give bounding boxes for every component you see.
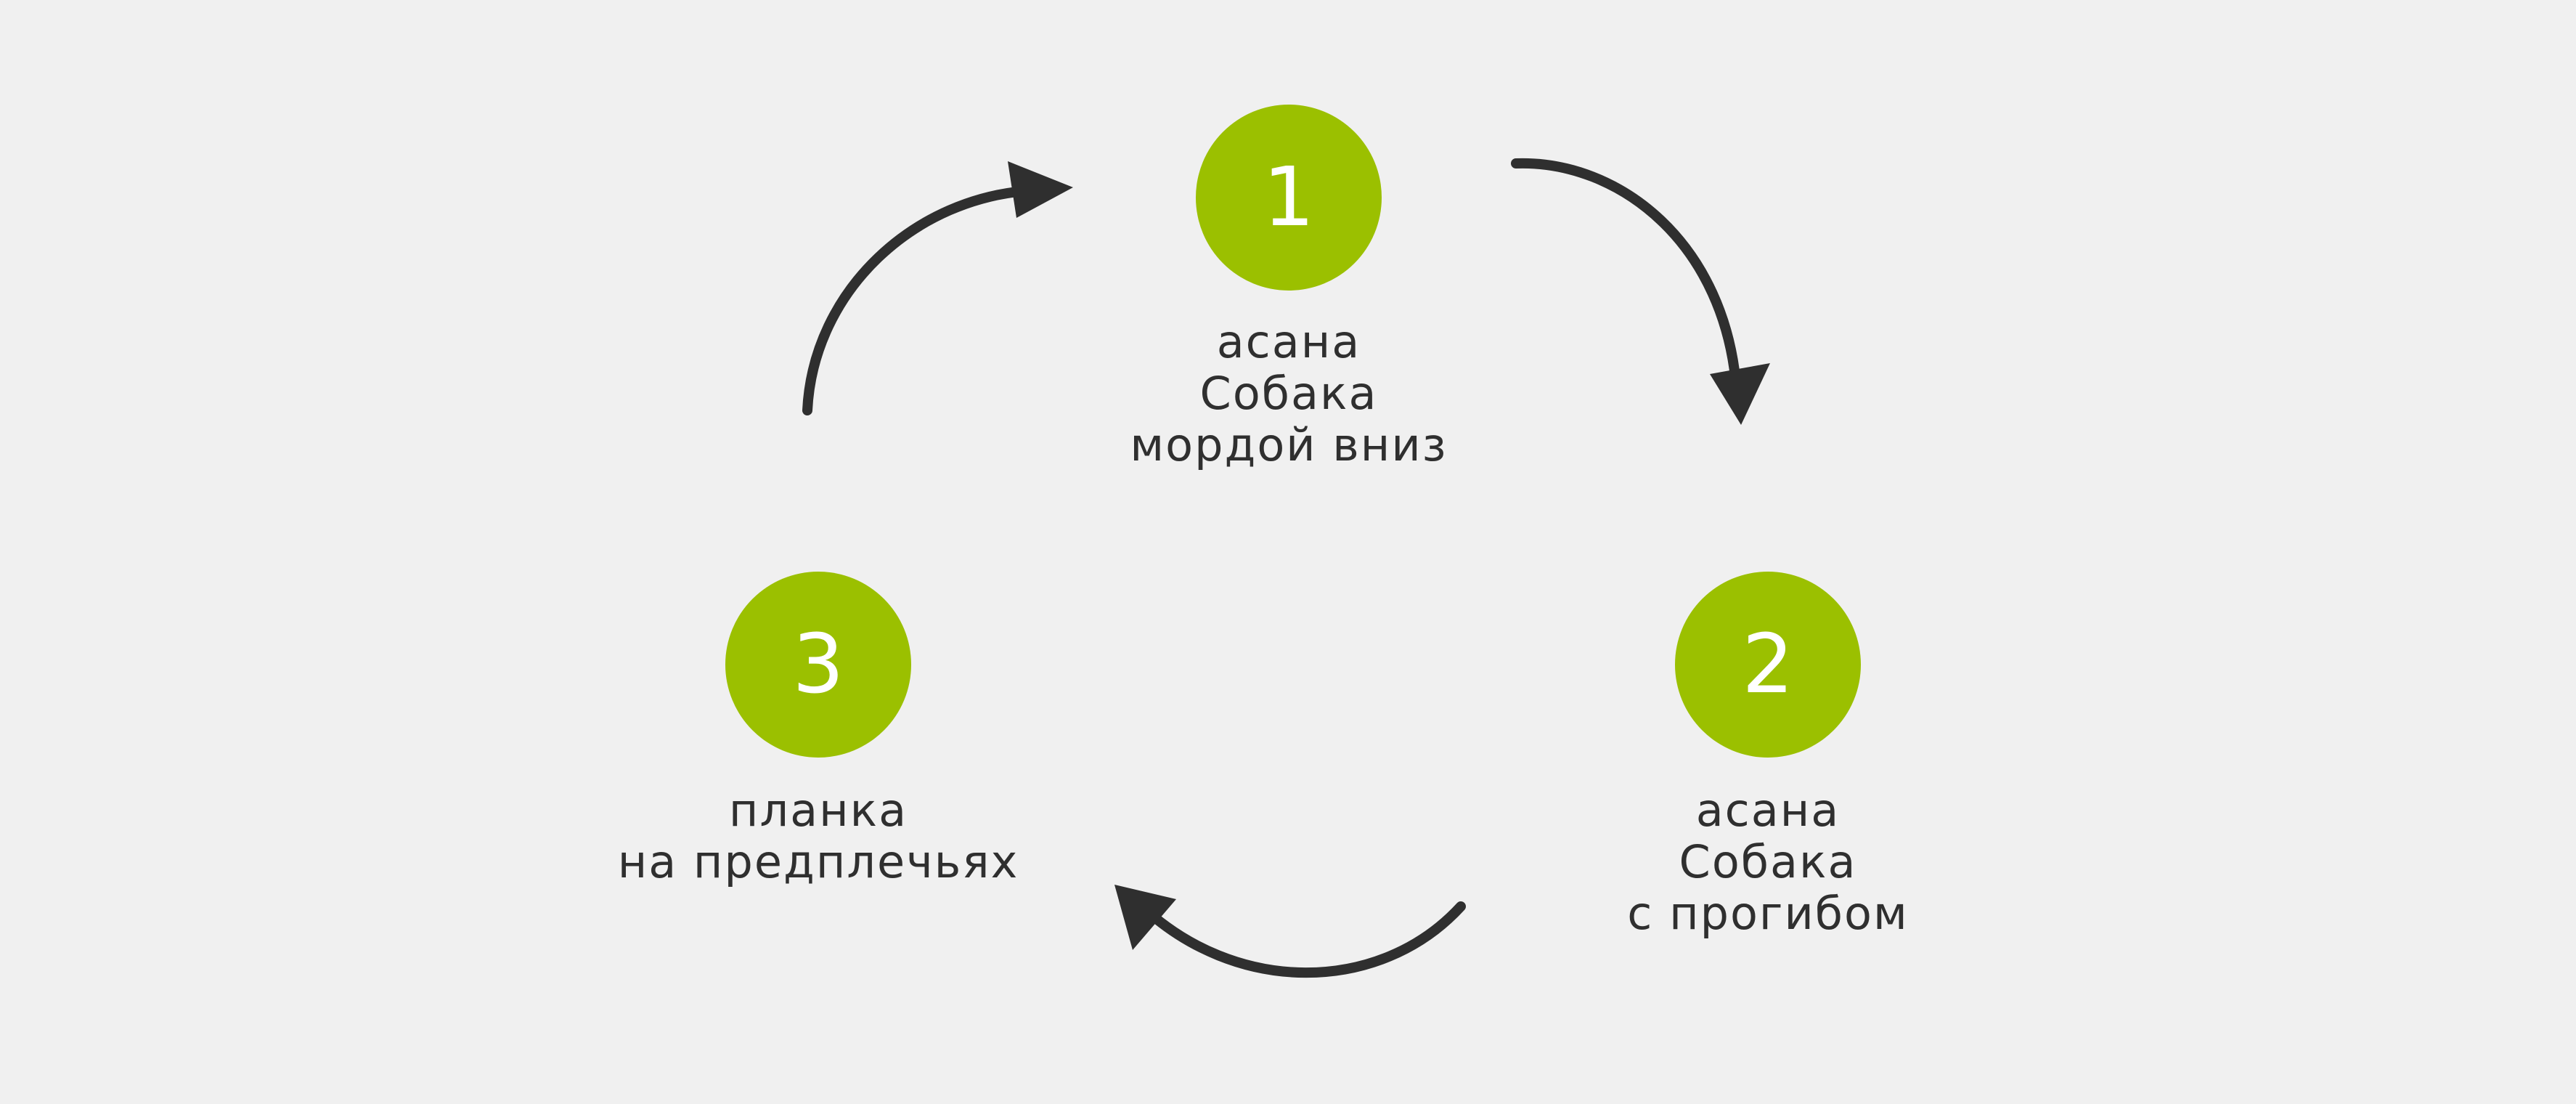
step-3-number: 3 xyxy=(792,617,844,712)
step-3-label-line-1: планка xyxy=(728,784,908,837)
step-2-label: асана Собака с прогибом xyxy=(1514,784,2022,939)
arrow-3-to-1-head xyxy=(1008,161,1073,218)
step-1-label-line-1: асана xyxy=(1216,315,1361,368)
step-2-label-line-1: асана xyxy=(1695,784,1841,837)
step-2-number: 2 xyxy=(1742,617,1794,712)
arrow-3-to-1 xyxy=(802,161,1073,415)
step-1-label-line-2: Собака xyxy=(1199,367,1378,420)
step-1-label: асана Собака мордой вниз xyxy=(1035,316,1543,471)
step-1-number: 1 xyxy=(1263,150,1315,245)
step-3-label: планка на предплечьях xyxy=(564,784,1072,888)
step-3-label-line-2: на предплечьях xyxy=(617,835,1019,888)
step-2-circle: 2 xyxy=(1675,572,1861,758)
step-2-label-line-3: с прогибом xyxy=(1627,887,1909,940)
step-1-circle: 1 xyxy=(1196,105,1382,291)
arrow-2-to-3 xyxy=(1114,885,1466,978)
arrow-1-to-2-line xyxy=(1511,158,1742,397)
arrow-3-to-1-line xyxy=(802,185,1040,415)
arrow-1-to-2-head xyxy=(1710,363,1770,425)
step-2-label-line-2: Собака xyxy=(1679,835,1857,888)
arrow-2-to-3-line xyxy=(1135,899,1466,978)
arrow-1-to-2 xyxy=(1511,158,1770,425)
step-3-circle: 3 xyxy=(725,572,911,758)
step-1-label-line-3: мордой вниз xyxy=(1130,418,1448,471)
arrow-2-to-3-head xyxy=(1114,885,1176,950)
